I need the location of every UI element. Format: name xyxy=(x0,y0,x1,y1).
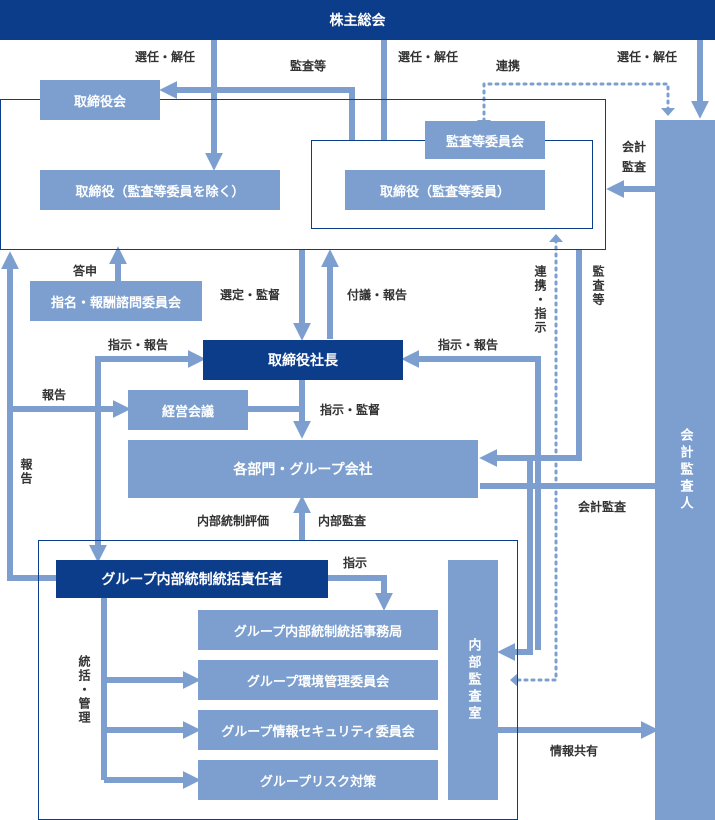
label-report-left: 報告 xyxy=(42,388,67,402)
arrow-audit-to-departments xyxy=(479,250,582,467)
group-ic-officer: グループ内部統制統括責任者 xyxy=(56,560,328,598)
label-instruct-report-left: 指示・報告 xyxy=(108,338,169,352)
board-of-directors: 取締役会 xyxy=(40,80,160,120)
label-accounting-audit-right: 会計監査 xyxy=(621,140,646,174)
group-env-committee: グループ環境管理委員会 xyxy=(198,660,438,700)
label-instruct-report-right: 指示・報告 xyxy=(438,338,499,352)
nomination-compensation-committee: 指名・報酬諮問委員会 xyxy=(30,281,202,321)
label-accounting-audit-mid: 会計監査 xyxy=(578,500,627,514)
arrow-instruct-office xyxy=(328,575,393,611)
president: 取締役社長 xyxy=(203,340,403,380)
label-select-supervise: 選定・監督 xyxy=(220,288,281,302)
label-ic-evaluation: 内部統制評価 xyxy=(197,514,270,528)
departments-group-companies: 各部門・グループ会社 xyxy=(128,440,478,498)
label-instruct: 指示 xyxy=(343,556,368,570)
label-internal-audit: 内部監査 xyxy=(318,514,367,528)
internal-audit-office-label: 内部監査室 xyxy=(465,637,481,723)
label-coordination: 連携 xyxy=(496,59,521,73)
label-appoint-dismiss-1: 選任・解任 xyxy=(135,50,196,64)
audit-committee: 監査等委員会 xyxy=(425,121,545,159)
dotted-coord-instruction xyxy=(512,238,558,682)
label-appoint-dismiss-3: 選任・解任 xyxy=(617,50,678,64)
label-audit-etc-side: 監査等 xyxy=(591,265,605,307)
arrow-audit-to-board xyxy=(159,81,355,140)
arrow-audit-to-president xyxy=(401,350,541,650)
label-report-vertical: 報告 xyxy=(19,458,33,486)
label-submit-report: 付議・報告 xyxy=(347,288,408,302)
group-security-committee: グループ情報セキュリティ委員会 xyxy=(198,710,438,750)
label-instruct-supervise: 指示・監督 xyxy=(320,403,381,417)
directors-excluding-audit: 取締役（監査等委員を除く） xyxy=(40,170,280,210)
arrow-president-to-audit xyxy=(497,460,533,661)
label-info-sharing: 情報共有 xyxy=(550,744,599,758)
accounting-auditor: 会計監査人 xyxy=(655,120,715,820)
directors-audit-members: 取締役（監査等委員） xyxy=(345,170,545,210)
group-ic-office: グループ内部統制統括事務局 xyxy=(198,610,438,650)
internal-audit-office: 内部監査室 xyxy=(448,560,498,800)
label-integrate-manage: 統括・管理 xyxy=(77,655,91,725)
line-left-trunk xyxy=(1,251,56,581)
accounting-auditor-label: 会計監査人 xyxy=(677,427,693,513)
label-answer: 答申 xyxy=(73,264,98,278)
dotted-coordination xyxy=(482,82,670,130)
shareholders-meeting: 株主総会 xyxy=(0,0,715,40)
board-frame xyxy=(0,99,606,250)
label-appoint-dismiss-2: 選任・解任 xyxy=(398,50,459,64)
label-audit-etc-top: 監査等 xyxy=(290,59,327,73)
label-coordination-instruction: 連携・指示 xyxy=(533,265,547,335)
group-risk-measures: グループリスク対策 xyxy=(198,760,438,800)
management-council: 経営会議 xyxy=(128,390,248,430)
